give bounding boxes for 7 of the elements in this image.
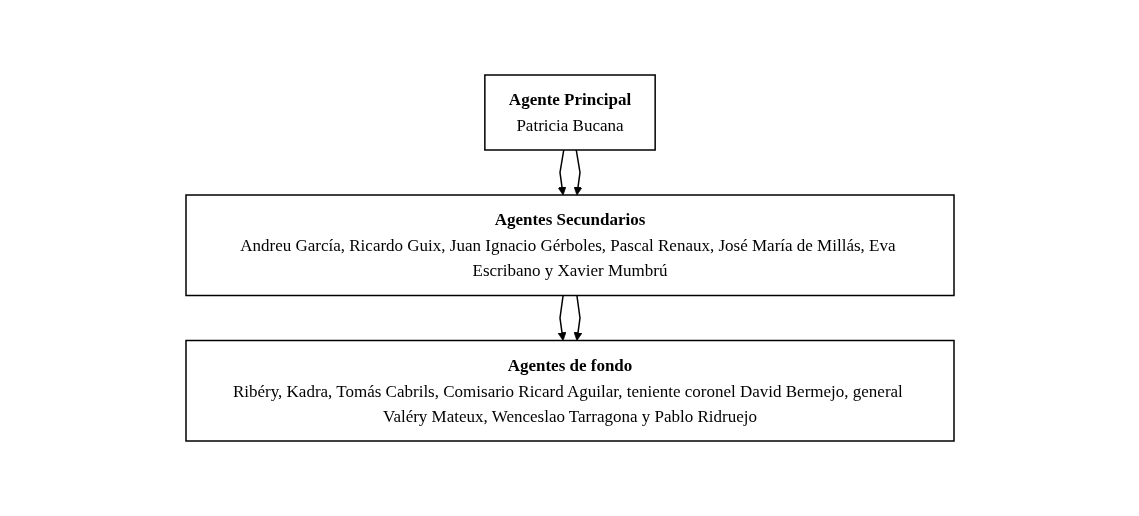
node-box: Agente Principal Patricia Bucana xyxy=(483,74,656,151)
arrow xyxy=(573,294,582,341)
node-box: Agentes Secundarios Andreu García, Ricardo Guix, Juan Ignacio Gérboles, Pascal Renaux, José María de Millás, Eva Escribano y Xavier Mumbrú xyxy=(184,194,955,297)
arrow xyxy=(557,294,566,341)
arrow xyxy=(557,149,566,196)
arrow xyxy=(573,149,582,196)
node-box: Agentes de fondo Ribéry, Kadra, Tomás Cabrils, Comisario Ricard Aguilar, teniente coronel David Bermejo, general Valéry Mateux, Wenceslao Tarragona y Pablo Ridruejo xyxy=(184,339,955,442)
